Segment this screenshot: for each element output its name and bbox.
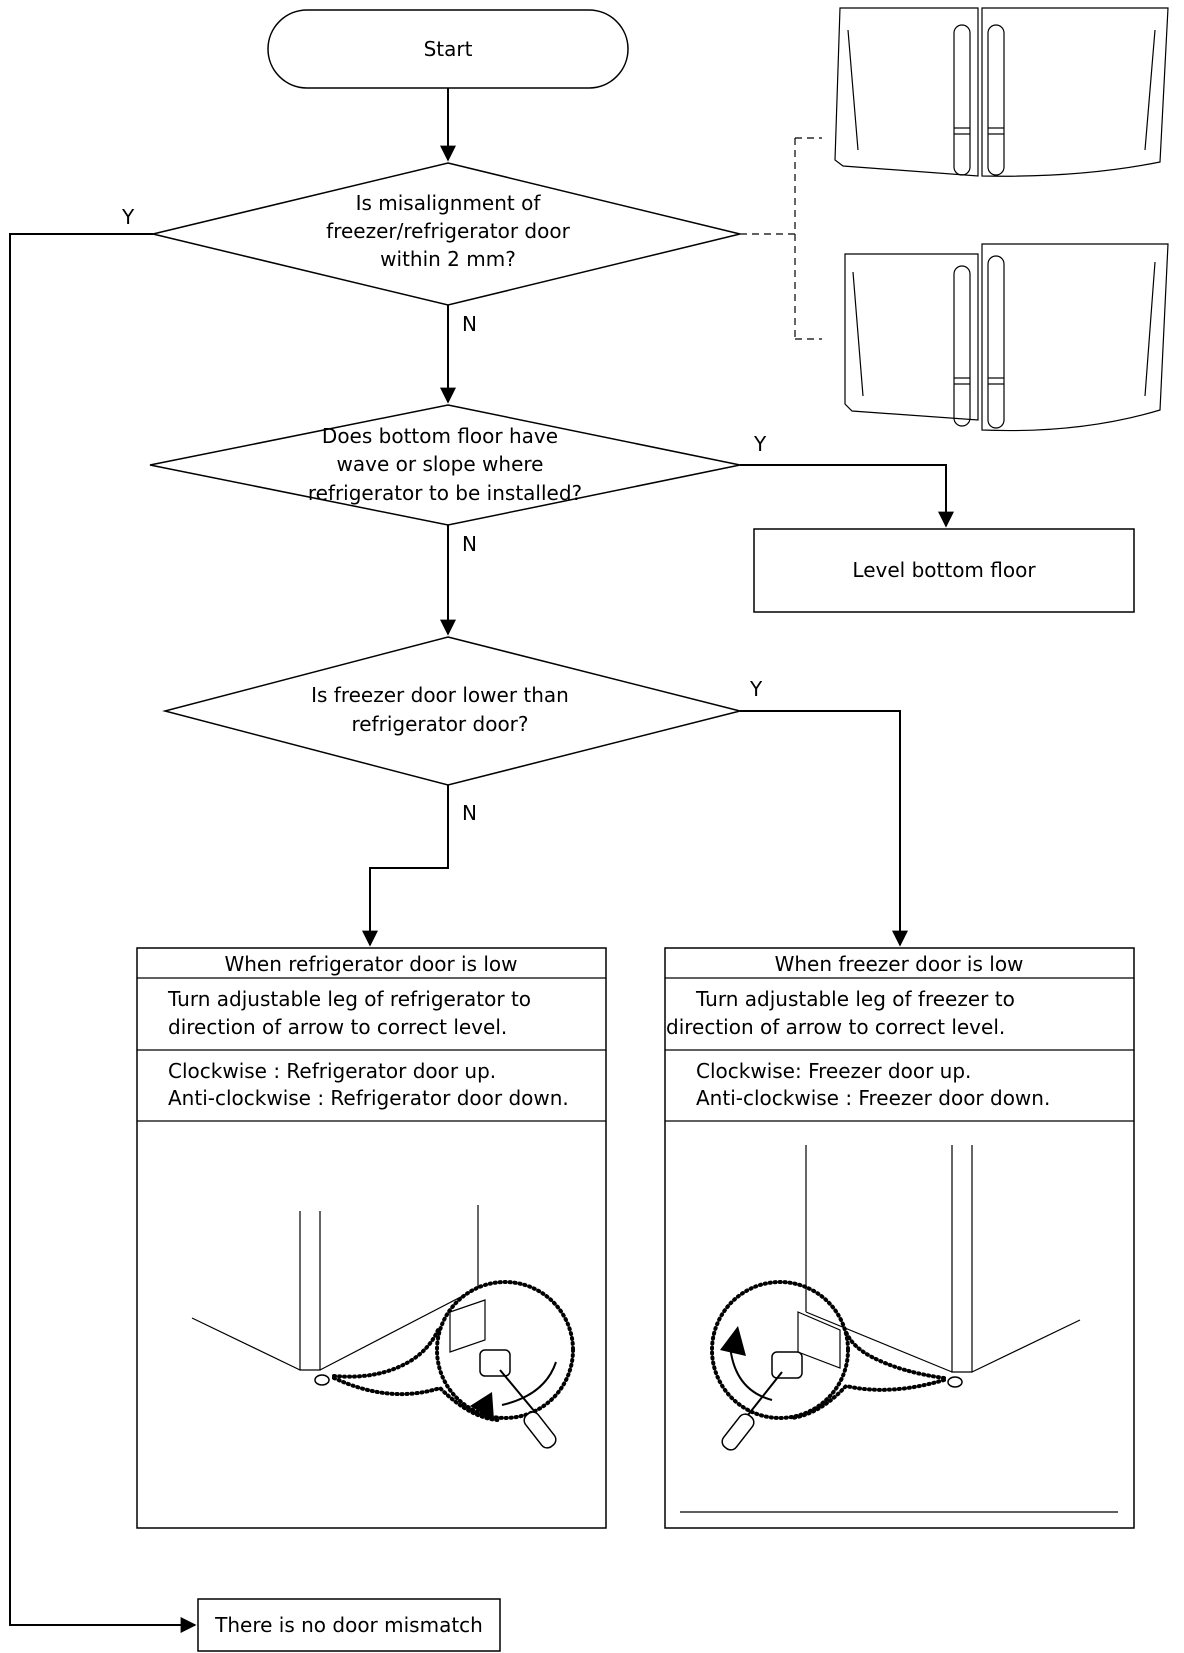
level-floor-box: Level bottom floor [753, 528, 1135, 613]
decision-freezer-lower-no-label: N [462, 801, 477, 825]
refrigerator-leg-illustration [191, 1205, 575, 1449]
decision-misalignment-line-3: within 2 mm? [380, 247, 516, 271]
freezer-leg-illustration [710, 1145, 1081, 1451]
decision-misalignment-line-2: freezer/refrigerator door [326, 219, 570, 243]
connector-d1-yes [9, 233, 197, 1633]
refrigerator-low-anticlockwise: Anti-clockwise : Refrigerator door down. [168, 1086, 569, 1110]
freezer-low-instruction-1: Turn adjustable leg of freezer to [695, 987, 1015, 1011]
decision-misalignment-yes-label: Y [121, 205, 135, 229]
decision-floor-slope: Does bottom floor have wave or slope whe… [149, 404, 741, 526]
freezer-low-header: When freezer door is low [775, 952, 1024, 976]
refrigerator-low-instruction-2: direction of arrow to correct level. [168, 1015, 507, 1039]
decision-misalignment-no-label: N [462, 312, 477, 336]
decision-floor-slope-yes-label: Y [753, 432, 767, 456]
decision-freezer-lower-yes-label: Y [749, 677, 763, 701]
decision-floor-slope-line-3: refrigerator to be installed? [308, 481, 582, 505]
freezer-low-panel: When freezer door is low Turn adjustable… [664, 947, 1135, 1529]
freezer-low-clockwise: Clockwise: Freezer door up. [696, 1059, 971, 1083]
decision-floor-slope-line-1: Does bottom floor have [322, 424, 558, 448]
fridge-illustration-misaligned [844, 243, 1169, 432]
decision-misalignment-line-1: Is misalignment of [356, 191, 542, 215]
connector-d2-yes [740, 464, 954, 528]
decision-freezer-lower-line-2: refrigerator door? [351, 712, 528, 736]
decision-freezer-lower: Is freezer door lower than refrigerator … [162, 636, 741, 786]
freezer-low-anticlockwise: Anti-clockwise : Freezer door down. [696, 1086, 1050, 1110]
refrigerator-low-panel: When refrigerator door is low Turn adjus… [136, 947, 607, 1529]
refrigerator-low-instruction-1: Turn adjustable leg of refrigerator to [167, 987, 531, 1011]
no-mismatch-box: There is no door mismatch [197, 1598, 501, 1652]
refrigerator-low-clockwise: Clockwise : Refrigerator door up. [168, 1059, 496, 1083]
fridge-illustration-aligned [834, 7, 1169, 177]
level-floor-label: Level bottom floor [852, 558, 1036, 582]
freezer-low-instruction-2: direction of arrow to correct level. [666, 1015, 1005, 1039]
dashed-link [740, 137, 822, 340]
start-terminal: Start [267, 9, 629, 89]
no-mismatch-label: There is no door mismatch [214, 1613, 483, 1637]
connector-d3-no [362, 785, 449, 947]
decision-freezer-lower-line-1: Is freezer door lower than [311, 683, 569, 707]
connector-d3-yes [740, 710, 908, 947]
decision-floor-slope-line-2: wave or slope where [337, 452, 544, 476]
decision-floor-slope-no-label: N [462, 532, 477, 556]
refrigerator-low-header: When refrigerator door is low [224, 952, 517, 976]
decision-misalignment: Is misalignment of freezer/refrigerator … [152, 162, 741, 306]
start-label: Start [424, 37, 473, 61]
